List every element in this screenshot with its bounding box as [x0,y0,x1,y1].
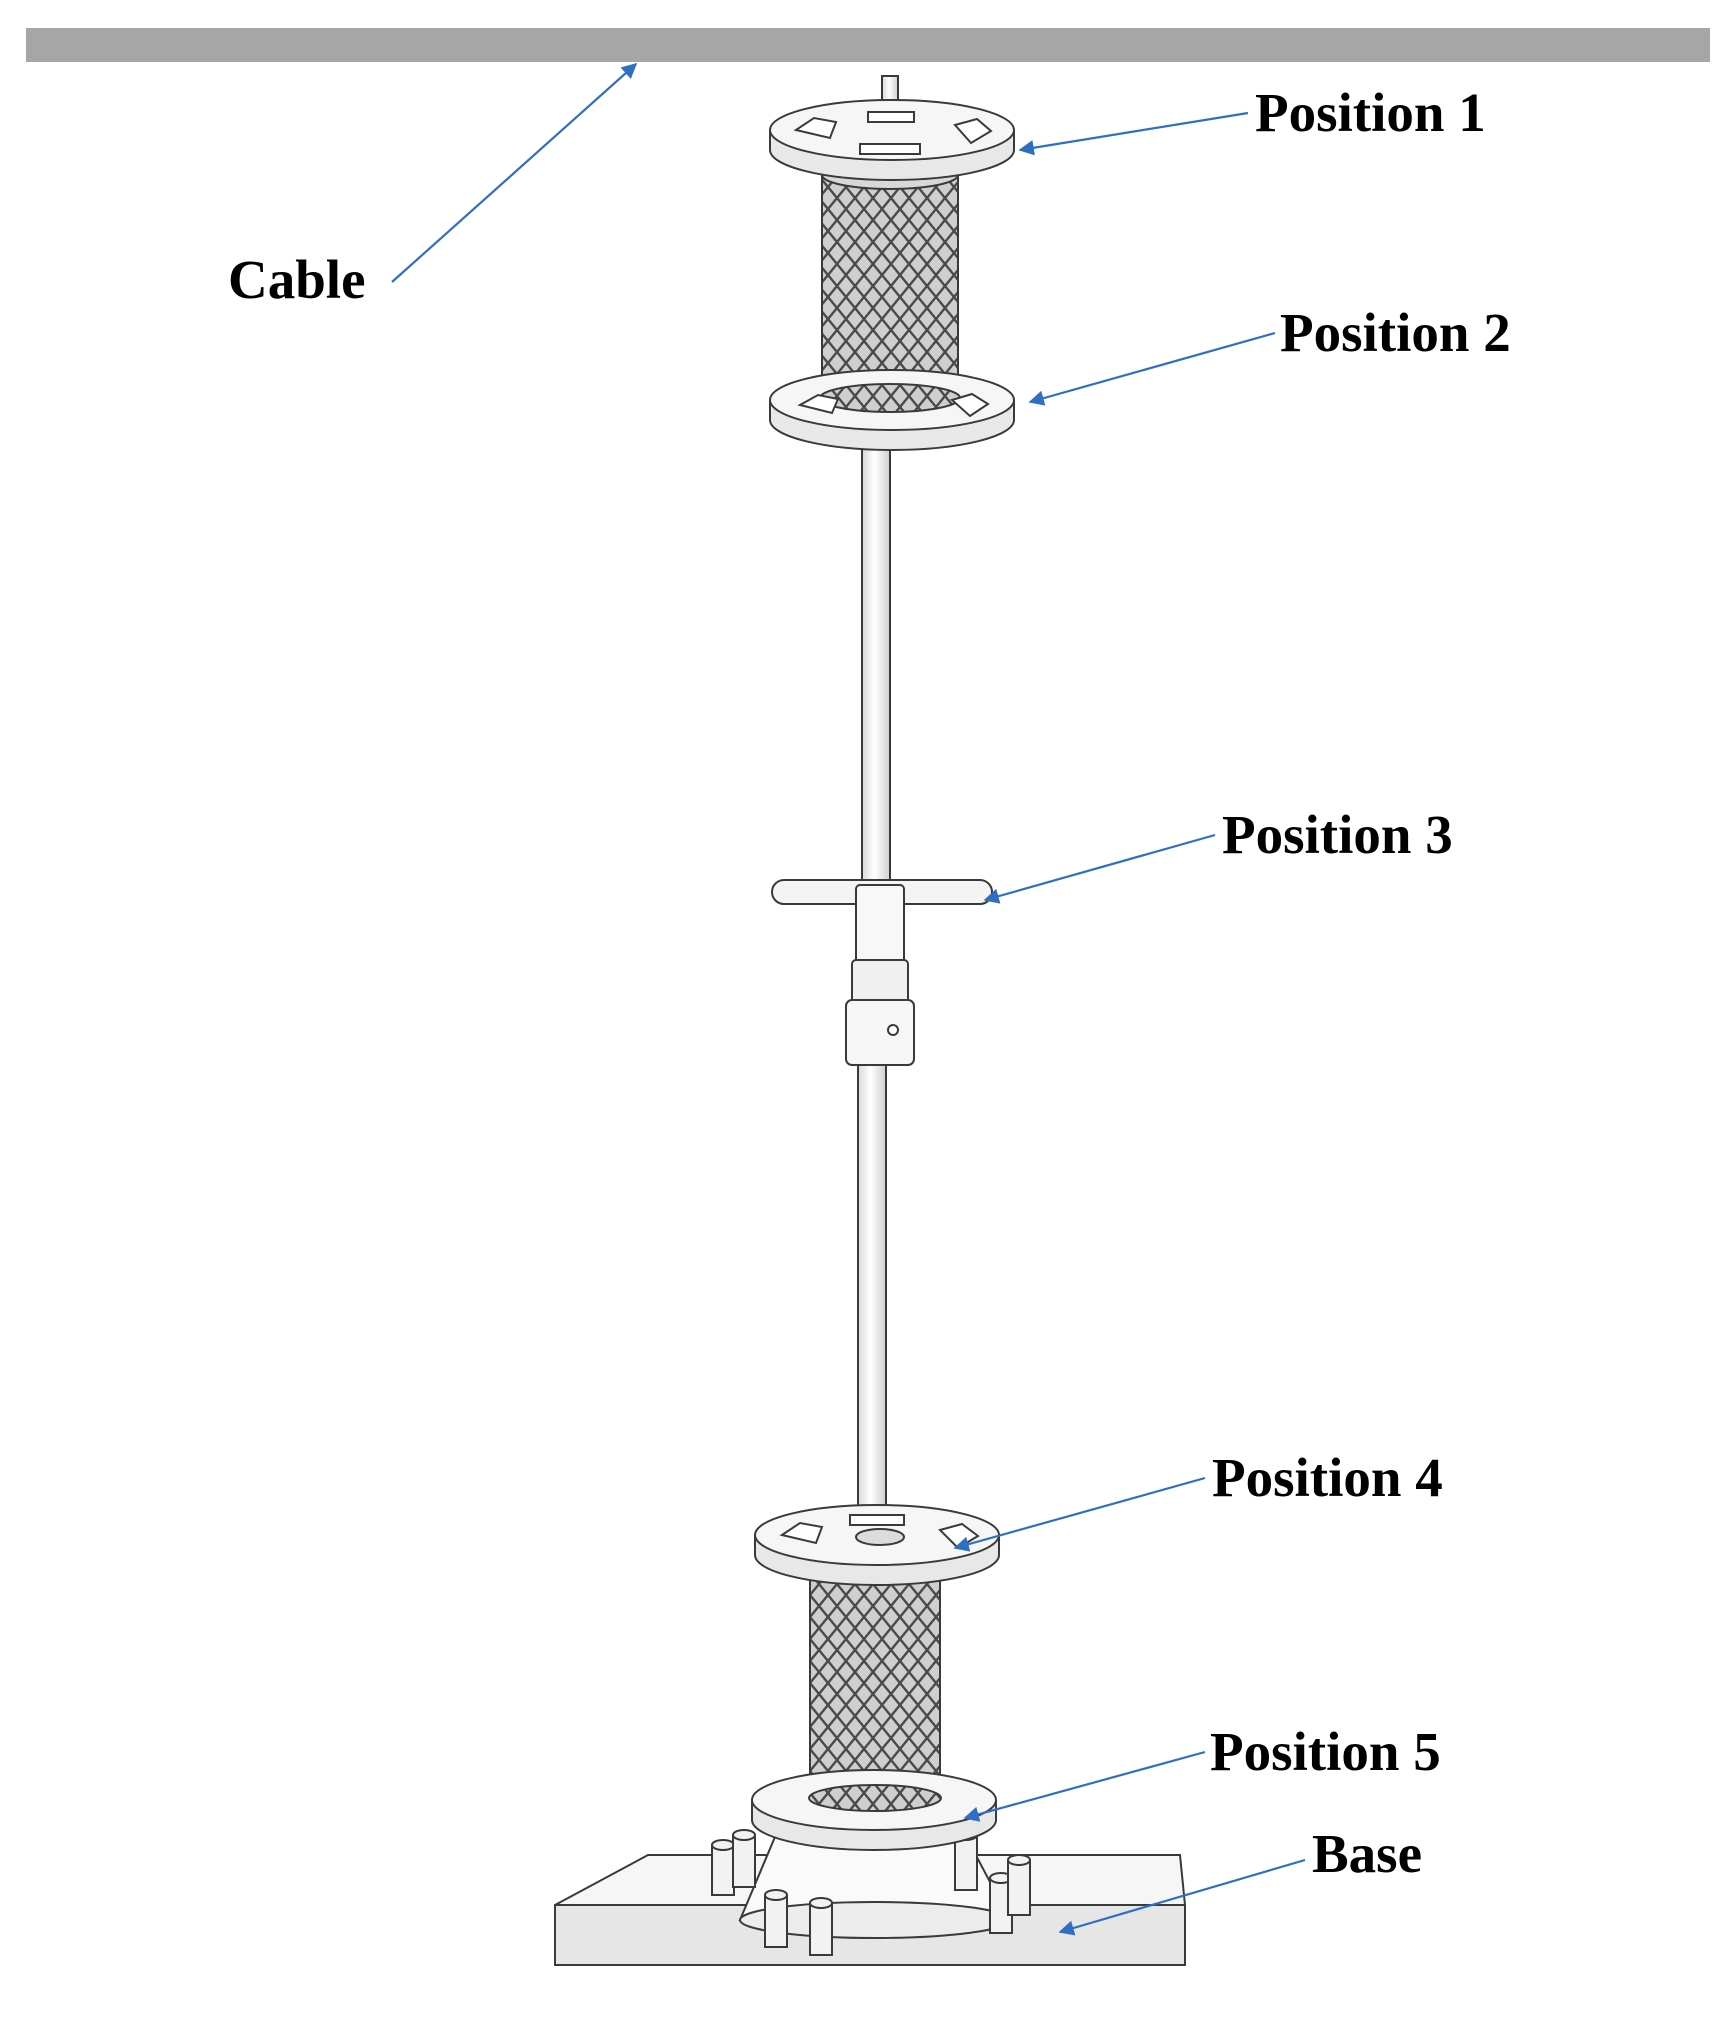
disc-position-4 [754,1504,1000,1586]
mesh-cylinder-upper [821,160,959,406]
disc-position-5 [751,1769,997,1851]
leader-position-5 [963,1750,1206,1822]
label-position-1: Position 1 [1255,82,1486,143]
rod-lower [857,1059,887,1531]
cable-bar [26,28,1710,62]
leader-position-4 [953,1476,1206,1552]
leader-cable [391,62,638,283]
mesh-cylinder-lower [809,1559,941,1806]
label-position-3: Position 3 [1222,804,1453,865]
pin-4 [809,1897,833,1956]
disc-position-1 [769,99,1015,181]
pin-1 [711,1839,735,1896]
base-pins [711,1829,1031,1956]
label-position-5: Position 5 [1210,1721,1441,1782]
pin-6 [989,1872,1013,1934]
label-position-4: Position 4 [1212,1447,1443,1508]
universal-joint [845,959,915,1066]
label-position-2: Position 2 [1280,302,1511,363]
t-handle [771,879,993,966]
label-cable: Cable [228,249,366,310]
disc-position-2 [769,369,1015,451]
pin-7 [1007,1854,1031,1916]
leader-base [1058,1858,1306,1936]
label-base: Base [1312,1823,1422,1884]
leader-position-1 [1018,111,1249,156]
pin-3 [764,1889,788,1948]
leader-position-2 [1028,331,1276,406]
pin-2 [732,1829,756,1888]
leader-position-3 [983,833,1216,904]
rod-upper [861,424,891,896]
